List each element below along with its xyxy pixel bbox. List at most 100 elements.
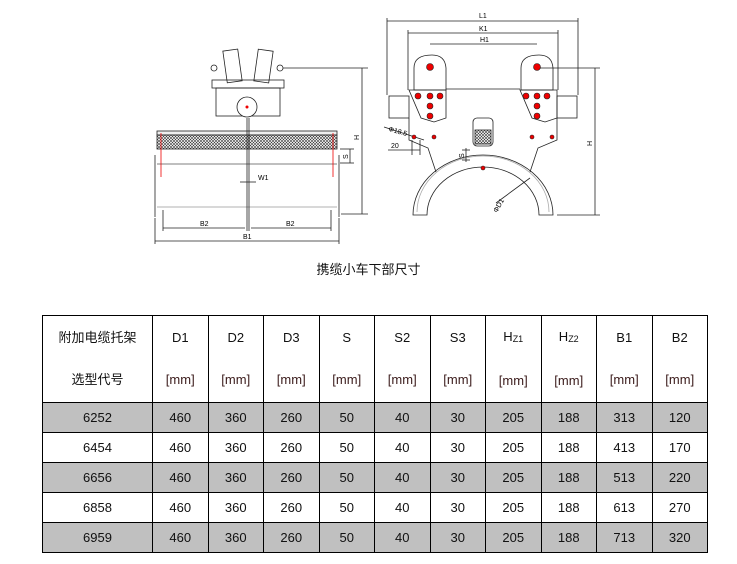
column-title-subscript: Z1 [512, 334, 524, 344]
column-header: HZ1 [mm] [485, 315, 542, 403]
value-cell: 260 [263, 462, 320, 493]
value-cell: 40 [374, 432, 431, 463]
value-cell: 30 [429, 462, 486, 493]
value-cell: 413 [596, 432, 653, 463]
label-b1: B1 [243, 234, 252, 241]
value-cell: 205 [485, 492, 542, 523]
value-cell: 205 [485, 402, 542, 433]
model-code-cell: 6252 [42, 402, 153, 433]
column-header: D3 [mm] [263, 315, 320, 403]
technical-drawing: W1 B2 B2 B1 H S L1 K1 H1 H Φ18.5 [154, 13, 600, 244]
value-cell: 260 [263, 522, 320, 553]
value-cell: 188 [540, 522, 597, 553]
label-d1: ΦD1 [493, 198, 506, 214]
value-cell: 40 [374, 492, 431, 523]
value-cell: 613 [596, 492, 653, 523]
value-cell: 260 [263, 402, 320, 433]
value-cell: 188 [540, 492, 597, 523]
column-header: D1[mm] [152, 315, 209, 403]
column-title: HZ2 [542, 316, 597, 360]
value-cell: 260 [263, 492, 320, 523]
value-cell: 188 [540, 432, 597, 463]
value-cell: 50 [318, 432, 375, 463]
column-title: S [320, 317, 375, 359]
value-cell: 120 [651, 402, 708, 433]
column-unit: [mm] [665, 372, 695, 387]
drawing-caption: 携缆小车下部尺寸 [316, 263, 421, 278]
column-title-main: D1 [171, 330, 189, 345]
column-unit: [mm] [554, 373, 584, 388]
value-cell: 460 [152, 522, 209, 553]
column-title-main: H [558, 329, 569, 344]
column-title-main: S [342, 330, 352, 345]
value-cell: 50 [318, 492, 375, 523]
column-title: S2 [375, 317, 430, 359]
label-b2-left: B2 [200, 221, 209, 228]
value-cell: 50 [318, 462, 375, 493]
column-unit: [mm] [332, 372, 362, 387]
column-unit: [mm] [387, 372, 417, 387]
column-title-subscript: Z2 [568, 334, 579, 344]
column-header: D2 [mm] [207, 315, 264, 403]
spec-table: 附加电缆托架 选型代号 D1[mm] D2[mm] D3[mm] S[mm] S… [42, 315, 708, 553]
column-title: S3 [431, 317, 486, 359]
label-b2-right: B2 [286, 221, 295, 228]
label-offset: 20 [391, 143, 399, 150]
bolt-markers [411, 63, 555, 171]
value-cell: 205 [485, 462, 542, 493]
column-header: S2 [mm] [374, 315, 431, 403]
label-l1: L1 [479, 13, 487, 20]
table-header-row: 附加电缆托架 选型代号 D1[mm] D2[mm] D3[mm] S[mm] S… [42, 315, 708, 403]
label-h-right: H [587, 141, 594, 146]
header-model-code: 附加电缆托架 选型代号 [42, 315, 153, 403]
value-cell: 30 [429, 402, 486, 433]
column-unit: [mm] [498, 373, 528, 388]
value-cell: 50 [318, 402, 375, 433]
column-title-main: S3 [449, 330, 466, 345]
label-k1: K1 [479, 26, 488, 33]
column-title: D3 [264, 317, 319, 359]
value-cell: 460 [152, 432, 209, 463]
column-unit: [mm] [276, 372, 306, 387]
label-hole-diameter: Φ18.5 [387, 126, 407, 138]
column-title: HZ1 [486, 316, 541, 360]
value-cell: 220 [651, 462, 708, 493]
header-model-line1: 附加电缆托架 [58, 330, 137, 345]
model-code-cell: 6454 [42, 432, 153, 463]
value-cell: 360 [207, 432, 264, 463]
label-h-left: H [354, 135, 361, 140]
column-title: B2 [653, 317, 708, 359]
value-cell: 460 [152, 492, 209, 523]
column-title: B1 [597, 317, 652, 359]
value-cell: 513 [596, 462, 653, 493]
value-cell: 50 [318, 522, 375, 553]
column-unit: [mm] [609, 372, 639, 387]
value-cell: 460 [152, 402, 209, 433]
column-title-main: B2 [671, 330, 688, 345]
value-cell: 270 [651, 492, 708, 523]
column-header: S3[mm] [429, 315, 486, 403]
column-unit: [mm] [221, 372, 251, 387]
column-header: B1 [mm] [596, 315, 653, 403]
value-cell: 30 [429, 522, 486, 553]
value-cell: 30 [429, 432, 486, 463]
side-view [154, 48, 368, 244]
value-cell: 360 [207, 402, 264, 433]
column-title-main: B1 [616, 330, 633, 345]
value-cell: 713 [596, 522, 653, 553]
value-cell: 360 [207, 462, 264, 493]
column-header: HZ2 [mm] [540, 315, 597, 403]
label-s-right: S [459, 153, 466, 158]
column-title-main: D2 [227, 330, 245, 345]
value-cell: 313 [596, 402, 653, 433]
value-cell: 40 [374, 462, 431, 493]
value-cell: 170 [651, 432, 708, 463]
value-cell: 205 [485, 522, 542, 553]
value-cell: 188 [540, 402, 597, 433]
column-header: S [mm] [318, 315, 375, 403]
value-cell: 360 [207, 492, 264, 523]
